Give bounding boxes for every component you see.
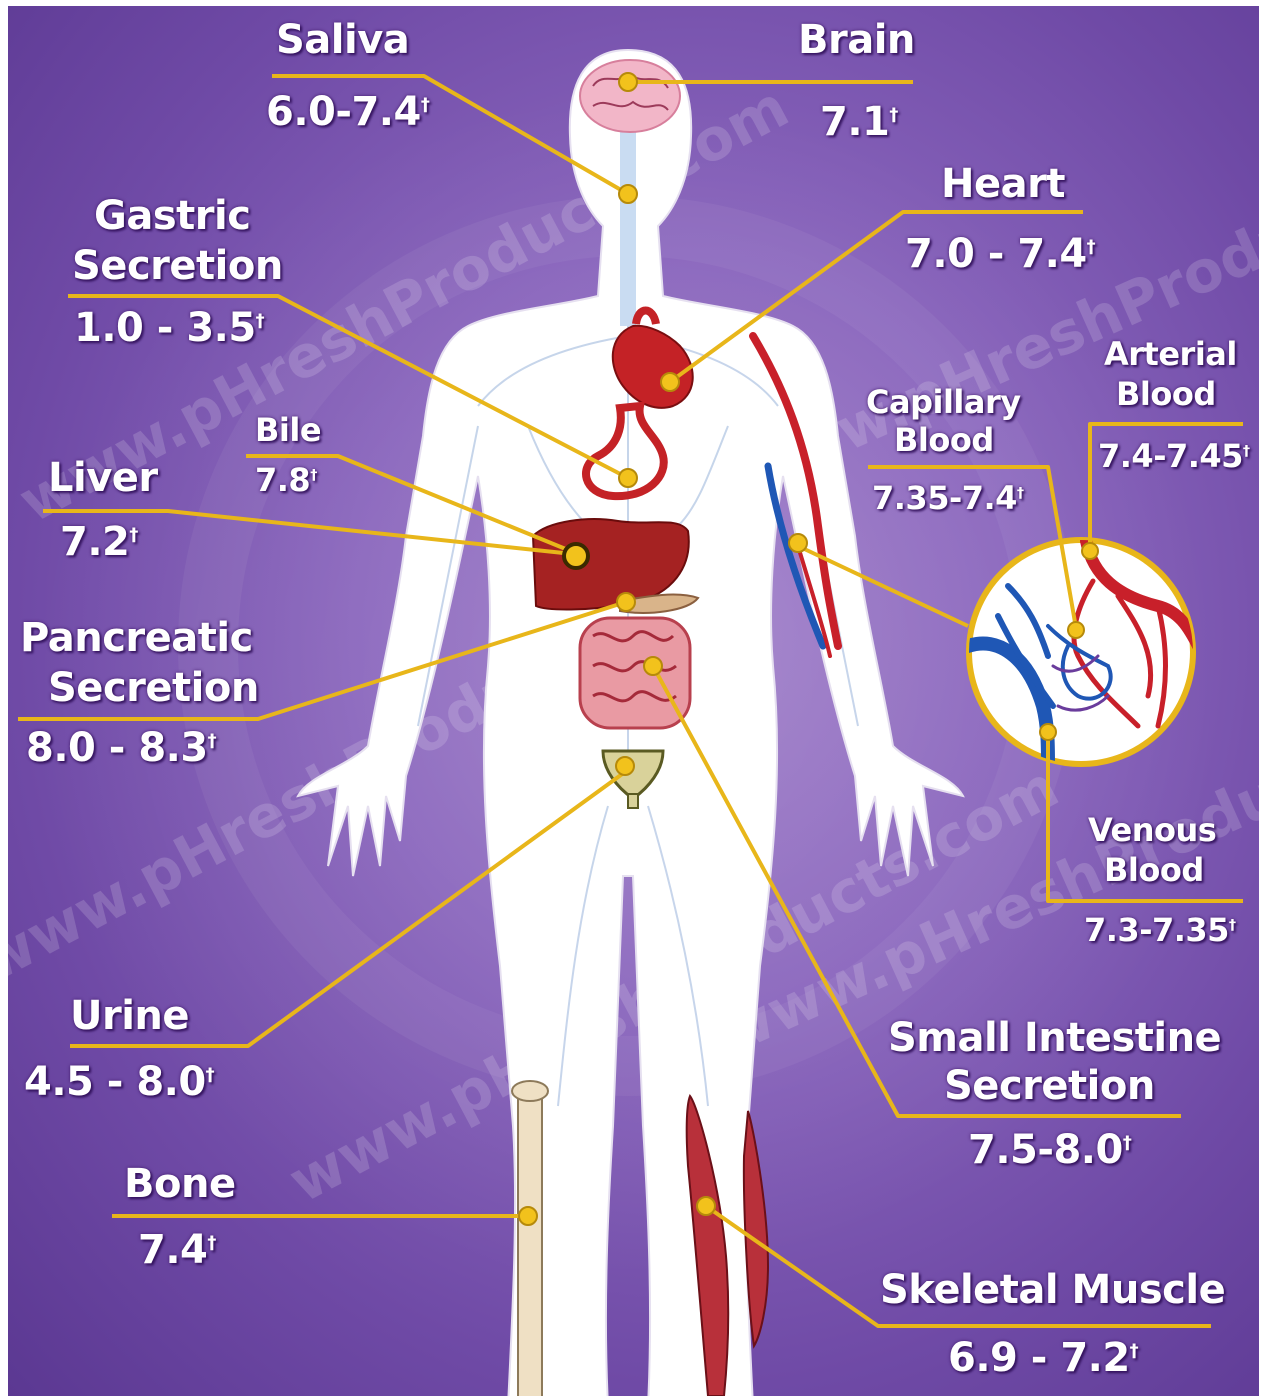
gastric-label-line2: Secretion [72,246,283,287]
venous-value-text: 7.3-7.35 [1084,911,1229,949]
saliva-value-text: 6.0-7.4 [266,89,421,135]
arterial-dagger: † [1243,443,1250,459]
venous-label-line2: Blood [1104,854,1204,887]
arterial-value: 7.4-7.45† [1098,440,1250,473]
venous-label-line1: Venous [1088,814,1216,847]
brain-dot [619,73,637,91]
urine-value-text: 4.5 - 8.0 [24,1059,206,1105]
small-intestine-label-line2: Secretion [944,1066,1155,1107]
brain-label: Brain [798,20,915,61]
heart-value: 7.0 - 7.4† [905,234,1095,275]
spinal-cord [620,126,636,326]
brain-dagger: † [889,105,898,126]
liver-value: 7.2† [60,522,138,563]
heart-dot [661,373,679,391]
small-intestine-label-line1: Small Intestine [888,1018,1221,1059]
venous-value: 7.3-7.35† [1084,914,1236,947]
saliva-dagger: † [421,95,430,116]
capillary-label-line1: Capillary [866,386,1021,419]
skeletal-muscle-value-text: 6.9 - 7.2 [948,1335,1130,1381]
arm-dot [789,534,807,552]
urine-dagger: † [206,1065,215,1086]
capillary-dagger: † [1017,485,1024,501]
capillary-label-line2: Blood [894,424,994,457]
brain-icon [580,60,680,132]
skeletal-muscle-value: 6.9 - 7.2† [948,1338,1138,1379]
liver-dagger: † [129,525,138,546]
capillary-value-text: 7.35-7.4 [872,479,1017,517]
bone-dot [519,1207,537,1225]
heart-dagger: † [1087,237,1096,258]
brain-value: 7.1† [820,102,898,143]
liver-value-text: 7.2 [60,519,129,565]
gastric-value-text: 1.0 - 3.5 [74,305,256,351]
bone-label: Bone [124,1164,236,1205]
heart-label: Heart [941,164,1065,205]
capillary-dot [1068,622,1084,638]
venous-dot [1040,724,1056,740]
heart-value-text: 7.0 - 7.4 [905,231,1087,277]
arterial-dot [1082,543,1098,559]
intestine-icon [580,618,690,728]
bone-value-text: 7.4 [138,1227,207,1273]
bile-value-text: 7.8 [255,461,310,499]
gastric-value: 1.0 - 3.5† [74,308,264,349]
gastric-dagger: † [256,311,265,332]
muscle-dot [697,1197,715,1215]
small-intestine-value: 7.5-8.0† [968,1130,1131,1171]
liver-label: Liver [48,458,158,499]
venous-dagger: † [1229,917,1236,933]
bile-label: Bile [255,414,321,447]
spine-dot [619,185,637,203]
pancreatic-dagger: † [208,731,217,752]
saliva-label: Saliva [276,20,409,61]
capillary-bed-icon [968,540,1198,766]
small-intestine-dagger: † [1123,1133,1132,1154]
pancreatic-value: 8.0 - 8.3† [26,728,216,769]
gastric-label-line1: Gastric [94,196,250,237]
urine-label: Urine [70,996,189,1037]
pancreas-dot [617,593,635,611]
arterial-label-line1: Arterial [1104,338,1237,371]
stomach-dot [619,469,637,487]
bile-dagger: † [310,467,317,483]
pancreatic-label-line2: Secretion [48,668,259,709]
bladder-dot [616,757,634,775]
skeletal-muscle-dagger: † [1130,1341,1139,1362]
pancreatic-label-line1: Pancreatic [20,618,253,659]
skeletal-muscle-label: Skeletal Muscle [880,1270,1225,1311]
capillary-value: 7.35-7.4† [872,482,1024,515]
urine-value: 4.5 - 8.0† [24,1062,214,1103]
bone-icon [512,1081,548,1396]
small-intestine-value-text: 7.5-8.0 [968,1127,1123,1173]
bone-value: 7.4† [138,1230,216,1271]
saliva-value: 6.0-7.4† [266,92,429,133]
bile-value: 7.8† [255,464,317,497]
pancreatic-value-text: 8.0 - 8.3 [26,725,208,771]
liver-dot [564,544,588,568]
diagram-canvas: www.pHreshProducts.com www.pHreshProduct… [8,6,1259,1396]
arterial-label-line2: Blood [1116,378,1216,411]
bone-dagger: † [207,1233,216,1254]
intestine-dot [644,657,662,675]
brain-value-text: 7.1 [820,99,889,145]
arterial-value-text: 7.4-7.45 [1098,437,1243,475]
